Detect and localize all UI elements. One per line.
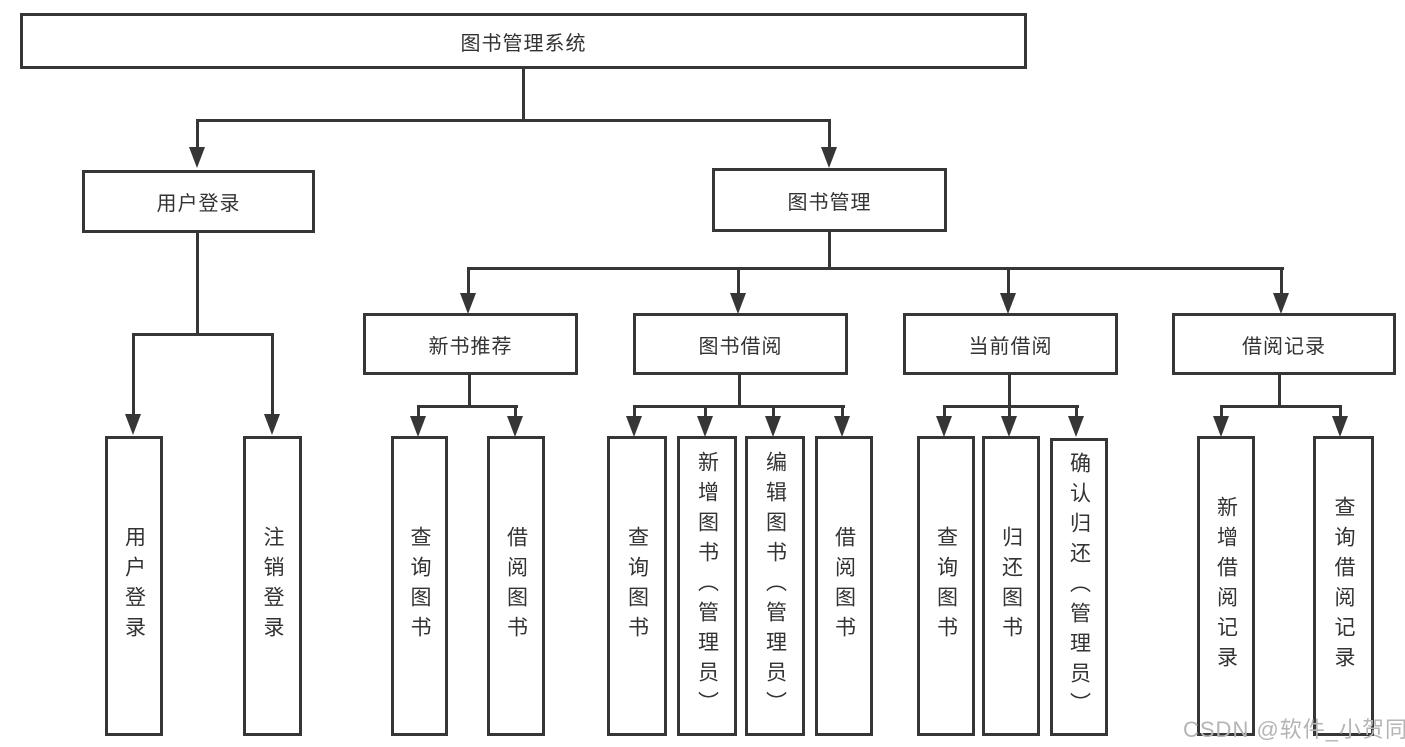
node-book-borrow-label: 图书借阅 — [698, 335, 783, 358]
connector-line — [271, 333, 274, 415]
connector-line — [468, 375, 471, 407]
connector-line — [132, 333, 135, 415]
arrowhead-down-icon — [1273, 293, 1289, 314]
leaf-query-books-1: 查询图书 — [391, 436, 448, 736]
arrowhead-down-icon — [697, 416, 713, 437]
connector-line — [196, 233, 199, 335]
connector-line — [1339, 405, 1342, 418]
connector-line — [772, 405, 775, 418]
connector-line — [841, 405, 844, 418]
connector-line — [514, 405, 517, 418]
arrowhead-down-icon — [1000, 293, 1016, 314]
connector-line — [132, 333, 274, 336]
connector-line — [196, 119, 199, 149]
leaf-confirm-return-admin-label: 确认归还（管理员） — [1067, 452, 1091, 722]
node-book-borrow: 图书借阅 — [633, 313, 848, 375]
node-new-book-recommend-label: 新书推荐 — [428, 335, 513, 358]
connector-line — [467, 267, 1284, 270]
leaf-confirm-return-admin: 确认归还（管理员） — [1050, 438, 1108, 736]
arrowhead-down-icon — [1001, 416, 1017, 437]
connector-line — [196, 119, 831, 122]
connector-line — [737, 267, 740, 295]
arrowhead-down-icon — [264, 414, 280, 435]
leaf-add-book-admin: 新增图书（管理员） — [677, 436, 737, 736]
leaf-query-books-3: 查询图书 — [917, 436, 975, 736]
arrowhead-down-icon — [507, 416, 523, 437]
leaf-query-books-3-label: 查询图书 — [934, 526, 958, 646]
connector-line — [943, 405, 1079, 408]
arrowhead-down-icon — [730, 293, 746, 314]
leaf-borrow-books-2: 借阅图书 — [815, 436, 873, 736]
arrowhead-down-icon — [765, 416, 781, 437]
leaf-add-book-admin-label: 新增图书（管理员） — [695, 451, 719, 721]
leaf-borrow-books-1-label: 借阅图书 — [504, 526, 528, 646]
arrowhead-down-icon — [460, 293, 476, 314]
arrowhead-down-icon — [189, 147, 205, 168]
connector-line — [704, 405, 707, 418]
arrowhead-down-icon — [626, 416, 642, 437]
node-root-label: 图书管理系统 — [460, 32, 587, 55]
arrowhead-down-icon — [410, 416, 426, 437]
arrowhead-down-icon — [821, 147, 837, 168]
watermark: CSDN @软件_小贺同学 — [1183, 717, 1405, 742]
connector-line — [633, 405, 636, 418]
connector-line — [1220, 405, 1223, 418]
node-book-management: 图书管理 — [712, 168, 947, 232]
connector-line — [467, 267, 470, 295]
node-root: 图书管理系统 — [20, 13, 1027, 69]
connector-line — [828, 119, 831, 149]
leaf-add-borrow-record: 新增借阅记录 — [1197, 436, 1255, 736]
leaf-borrow-books-1: 借阅图书 — [487, 436, 545, 736]
leaf-edit-book-admin: 编辑图书（管理员） — [745, 436, 805, 736]
leaf-query-books-1-label: 查询图书 — [408, 526, 431, 646]
connector-line — [1008, 405, 1011, 418]
leaf-return-book: 归还图书 — [982, 436, 1040, 736]
arrowhead-down-icon — [1213, 416, 1229, 437]
connector-line — [1280, 267, 1283, 295]
leaf-add-borrow-record-label: 新增借阅记录 — [1214, 496, 1238, 676]
node-user-login-label: 用户登录 — [156, 193, 241, 215]
connector-line — [828, 232, 831, 269]
node-user-login: 用户登录 — [82, 170, 315, 233]
connector-line — [738, 375, 741, 407]
connector-line — [417, 405, 518, 408]
arrowhead-down-icon — [1332, 416, 1348, 437]
leaf-borrow-books-2-label: 借阅图书 — [832, 526, 856, 646]
connector-line — [1278, 375, 1281, 407]
connector-line — [1008, 375, 1011, 407]
arrowhead-down-icon — [1068, 416, 1084, 437]
leaf-logout-label: 注销登录 — [261, 526, 284, 646]
node-borrow-records: 借阅记录 — [1172, 313, 1396, 375]
connector-line — [417, 405, 420, 418]
node-new-book-recommend: 新书推荐 — [363, 313, 578, 375]
arrowhead-down-icon — [834, 416, 850, 437]
arrowhead-down-icon — [125, 414, 141, 435]
leaf-query-borrow-record-label: 查询借阅记录 — [1332, 496, 1355, 676]
arrowhead-down-icon — [936, 416, 952, 437]
leaf-query-borrow-record: 查询借阅记录 — [1313, 436, 1374, 736]
node-current-borrow-label: 当前借阅 — [968, 335, 1053, 358]
node-borrow-records-label: 借阅记录 — [1242, 335, 1326, 358]
node-current-borrow: 当前借阅 — [903, 313, 1118, 375]
connector-line — [1220, 405, 1342, 408]
connector-line — [633, 405, 845, 408]
leaf-user-login-label: 用户登录 — [122, 526, 146, 646]
leaf-edit-book-admin-label: 编辑图书（管理员） — [763, 451, 787, 721]
connector-line — [522, 69, 525, 121]
connector-line — [943, 405, 946, 418]
leaf-query-books-2: 查询图书 — [607, 436, 667, 736]
node-book-management-label: 图书管理 — [787, 191, 872, 214]
leaf-user-login: 用户登录 — [105, 436, 163, 736]
connector-line — [1075, 405, 1078, 418]
leaf-query-books-2-label: 查询图书 — [625, 526, 649, 646]
leaf-logout: 注销登录 — [243, 436, 302, 736]
leaf-return-book-label: 归还图书 — [999, 526, 1023, 646]
connector-line — [1007, 267, 1010, 295]
